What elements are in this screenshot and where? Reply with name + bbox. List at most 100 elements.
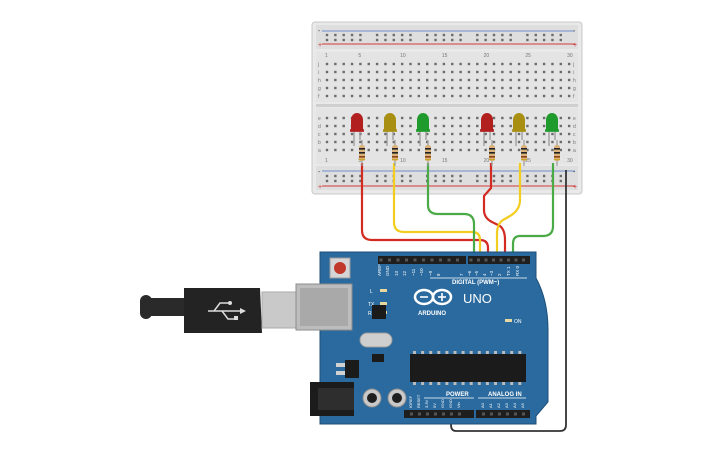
- breadboard-hole[interactable]: [350, 62, 354, 66]
- breadboard-hole[interactable]: [451, 148, 454, 152]
- breadboard-hole[interactable]: [559, 140, 562, 144]
- breadboard-hole[interactable]: [442, 62, 446, 66]
- led-yellow[interactable]: [512, 113, 527, 166]
- breadboard-hole[interactable]: [551, 86, 554, 90]
- breadboard-hole[interactable]: [342, 38, 345, 42]
- breadboard-hole[interactable]: [400, 78, 404, 82]
- breadboard-hole[interactable]: [501, 179, 504, 183]
- breadboard-hole[interactable]: [375, 140, 379, 144]
- breadboard-hole[interactable]: [559, 70, 562, 74]
- breadboard-hole[interactable]: [551, 148, 554, 152]
- breadboard-hole[interactable]: [334, 124, 337, 128]
- breadboard-hole[interactable]: [384, 78, 387, 82]
- breadboard-hole[interactable]: [551, 70, 554, 74]
- header-pin-hole[interactable]: [522, 412, 525, 416]
- breadboard-hole[interactable]: [476, 179, 479, 183]
- breadboard-hole[interactable]: [325, 38, 329, 42]
- breadboard-hole[interactable]: [400, 62, 404, 66]
- breadboard-hole[interactable]: [501, 132, 504, 136]
- digital-pin-holes[interactable]: [379, 258, 526, 262]
- breadboard-hole[interactable]: [551, 140, 554, 144]
- breadboard-hole[interactable]: [509, 62, 512, 66]
- breadboard-hole[interactable]: [534, 94, 537, 98]
- breadboard-hole[interactable]: [492, 179, 496, 183]
- breadboard-hole[interactable]: [484, 78, 487, 82]
- breadboard-hole[interactable]: [551, 62, 554, 66]
- breadboard-hole[interactable]: [400, 179, 404, 183]
- breadboard-hole[interactable]: [459, 86, 462, 90]
- wire-green-1[interactable]: [426, 163, 476, 262]
- breadboard-hole[interactable]: [476, 38, 479, 42]
- breadboard-hole[interactable]: [534, 78, 537, 82]
- header-pin-hole[interactable]: [458, 412, 461, 416]
- breadboard-hole[interactable]: [359, 33, 362, 37]
- breadboard-hole[interactable]: [542, 148, 546, 152]
- breadboard-hole[interactable]: [442, 33, 446, 37]
- breadboard-hole[interactable]: [534, 140, 537, 144]
- breadboard-hole[interactable]: [442, 116, 446, 120]
- breadboard-hole[interactable]: [467, 70, 471, 74]
- breadboard-hole[interactable]: [392, 140, 395, 144]
- breadboard-hole[interactable]: [375, 38, 379, 42]
- breadboard-hole[interactable]: [342, 62, 345, 66]
- breadboard-hole[interactable]: [492, 140, 496, 144]
- breadboard-hole[interactable]: [501, 140, 504, 144]
- rail-holes[interactable]: [325, 33, 562, 42]
- header-pin-hole[interactable]: [413, 258, 417, 262]
- breadboard-hole[interactable]: [417, 140, 421, 144]
- breadboard-hole[interactable]: [476, 140, 479, 144]
- digital-header-right[interactable]: [468, 256, 530, 264]
- breadboard-hole[interactable]: [484, 33, 487, 37]
- breadboard-hole[interactable]: [400, 124, 404, 128]
- breadboard-hole[interactable]: [526, 148, 529, 152]
- breadboard-hole[interactable]: [501, 33, 504, 37]
- reset-button[interactable]: [334, 262, 346, 274]
- breadboard-hole[interactable]: [526, 132, 529, 136]
- breadboard-hole[interactable]: [375, 174, 379, 178]
- breadboard-hole[interactable]: [442, 78, 446, 82]
- header-pin-hole[interactable]: [434, 412, 437, 416]
- breadboard-hole[interactable]: [434, 70, 437, 74]
- breadboard-hole[interactable]: [325, 148, 329, 152]
- breadboard-hole[interactable]: [384, 140, 387, 144]
- breadboard-hole[interactable]: [417, 86, 421, 90]
- breadboard-hole[interactable]: [400, 132, 404, 136]
- breadboard-hole[interactable]: [442, 140, 446, 144]
- breadboard-hole[interactable]: [392, 38, 395, 42]
- breadboard-hole[interactable]: [492, 132, 496, 136]
- wire-green-2[interactable]: [511, 163, 555, 262]
- breadboard-hole[interactable]: [409, 116, 412, 120]
- breadboard-hole[interactable]: [375, 78, 379, 82]
- breadboard-hole[interactable]: [492, 78, 496, 82]
- breadboard-hole[interactable]: [484, 38, 487, 42]
- breadboard-hole[interactable]: [526, 78, 529, 82]
- breadboard-hole[interactable]: [467, 86, 471, 90]
- breadboard-hole[interactable]: [334, 86, 337, 90]
- breadboard-hole[interactable]: [542, 140, 546, 144]
- breadboard-hole[interactable]: [476, 174, 479, 178]
- breadboard-hole[interactable]: [501, 86, 504, 90]
- breadboard-hole[interactable]: [325, 132, 329, 136]
- breadboard-hole[interactable]: [492, 116, 496, 120]
- breadboard-hole[interactable]: [342, 124, 345, 128]
- header-pin-hole[interactable]: [430, 258, 434, 262]
- breadboard-hole[interactable]: [567, 148, 571, 152]
- breadboard-hole[interactable]: [334, 179, 337, 183]
- usb-cable[interactable]: [140, 288, 299, 333]
- breadboard-hole[interactable]: [517, 148, 521, 152]
- breadboard-hole[interactable]: [567, 86, 571, 90]
- header-pin-hole[interactable]: [405, 258, 408, 262]
- wire-red-1[interactable]: [360, 163, 490, 262]
- breadboard-hole[interactable]: [451, 70, 454, 74]
- breadboard-hole[interactable]: [459, 33, 462, 37]
- breadboard-hole[interactable]: [350, 86, 354, 90]
- header-pin-hole[interactable]: [388, 258, 391, 262]
- breadboard-hole[interactable]: [325, 62, 329, 66]
- breadboard-hole[interactable]: [451, 78, 454, 82]
- led-array[interactable]: [350, 113, 560, 166]
- breadboard-hole[interactable]: [459, 78, 462, 82]
- breadboard-hole[interactable]: [359, 174, 362, 178]
- breadboard-hole[interactable]: [375, 62, 379, 66]
- breadboard-hole[interactable]: [392, 94, 395, 98]
